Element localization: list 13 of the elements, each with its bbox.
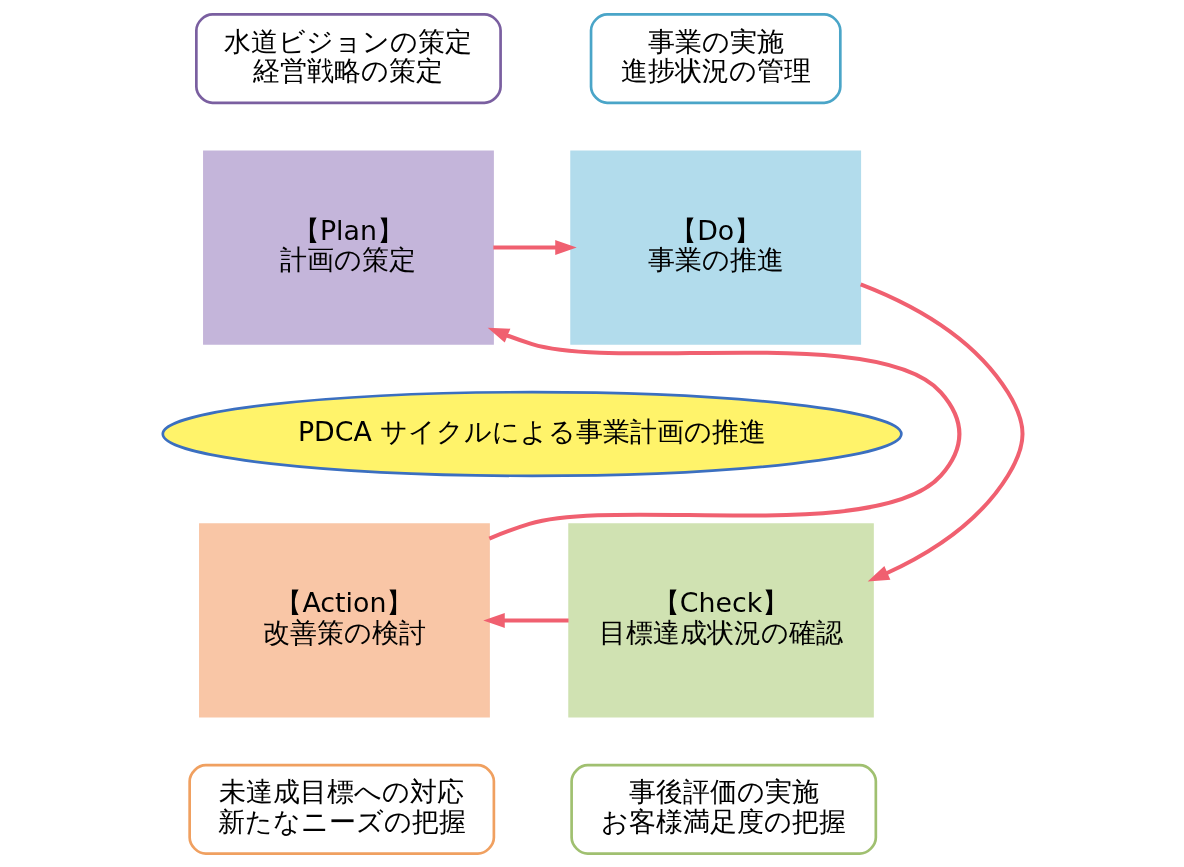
arrow xyxy=(859,281,1024,581)
arrow xyxy=(487,327,961,540)
node-box: 未達成目標への対応 新たなニーズの把握 xyxy=(187,763,495,855)
node-box: 【Do】 事業の推進 xyxy=(569,149,861,345)
node-box: 事後評価の実施 お客様満足度の把握 xyxy=(569,763,877,855)
node-box: 【Action】 改善策の検討 xyxy=(198,522,490,718)
arrow xyxy=(492,239,577,255)
node-box: 水道ビジョンの策定 経営戦略の策定 xyxy=(194,12,502,104)
node-ellipse: PDCA サイクルによる事業計画の推進 xyxy=(160,390,903,477)
node-box: 【Check】 目標達成状況の確認 xyxy=(567,522,874,718)
arrow xyxy=(482,612,569,628)
node-box: 【Plan】 計画の策定 xyxy=(202,149,494,345)
node-box: 事業の実施 進捗状況の管理 xyxy=(589,12,842,104)
